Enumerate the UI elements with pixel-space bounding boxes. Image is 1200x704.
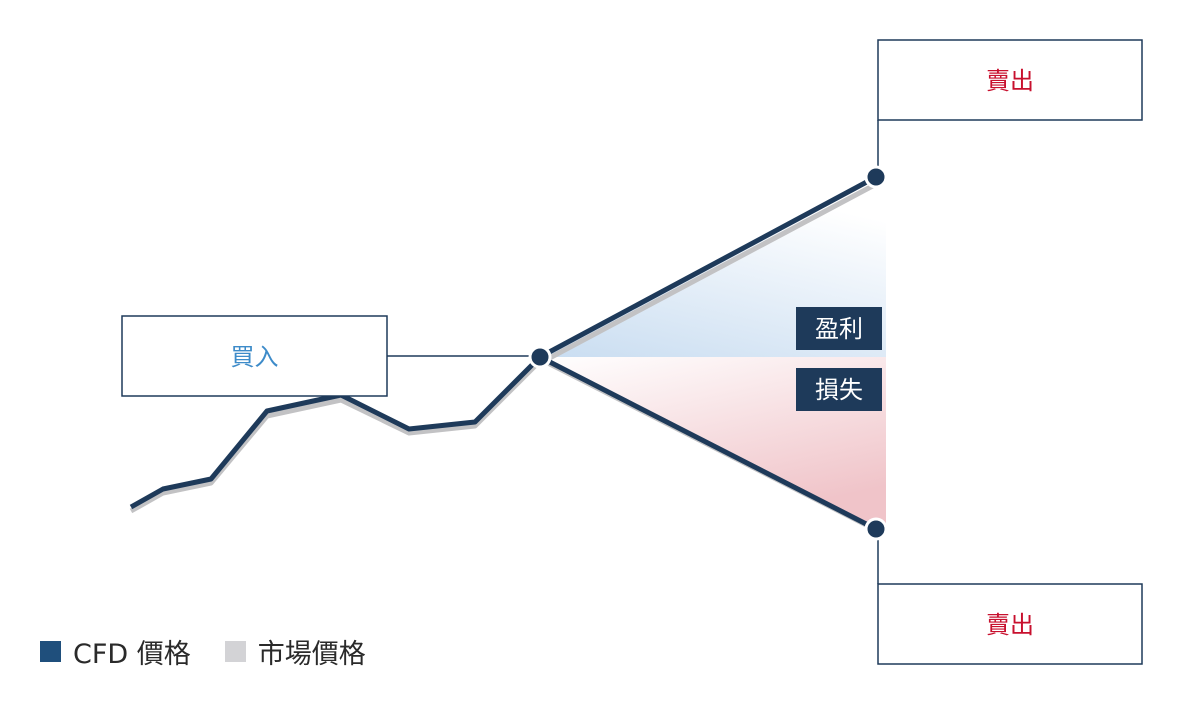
buy-point <box>528 345 552 369</box>
sell-top-label: 賣出 <box>986 67 1034 95</box>
legend-label-market: 市場價格 <box>257 639 366 670</box>
sell-bottom-point <box>864 517 888 541</box>
legend-swatch-market <box>224 641 246 662</box>
legend-item-market-price: 市場價格 <box>224 632 366 671</box>
loss-tag <box>796 368 882 411</box>
legend: CFD 價格 市場價格 <box>40 632 400 671</box>
sell-top-box <box>877 39 1143 121</box>
profit-tag <box>796 307 882 350</box>
legend-swatch-cfd <box>40 641 61 662</box>
sell-top-point <box>864 165 888 189</box>
legend-label-cfd: CFD 價格 <box>73 639 191 670</box>
loss-label: 損失 <box>815 376 863 404</box>
market-price-upper-shadow <box>542 179 882 364</box>
buy-box <box>121 315 388 397</box>
lower-branch-line <box>538 354 878 532</box>
upper-branch-line <box>538 174 878 360</box>
cfd-price-line <box>129 355 542 510</box>
sell-bottom-label: 賣出 <box>986 611 1034 639</box>
market-price-line <box>129 359 542 514</box>
profit-label: 盈利 <box>815 315 863 343</box>
legend-item-cfd-price: CFD 價格 <box>40 632 191 671</box>
buy-label: 買入 <box>231 343 279 371</box>
sell-bottom-box <box>877 583 1143 665</box>
